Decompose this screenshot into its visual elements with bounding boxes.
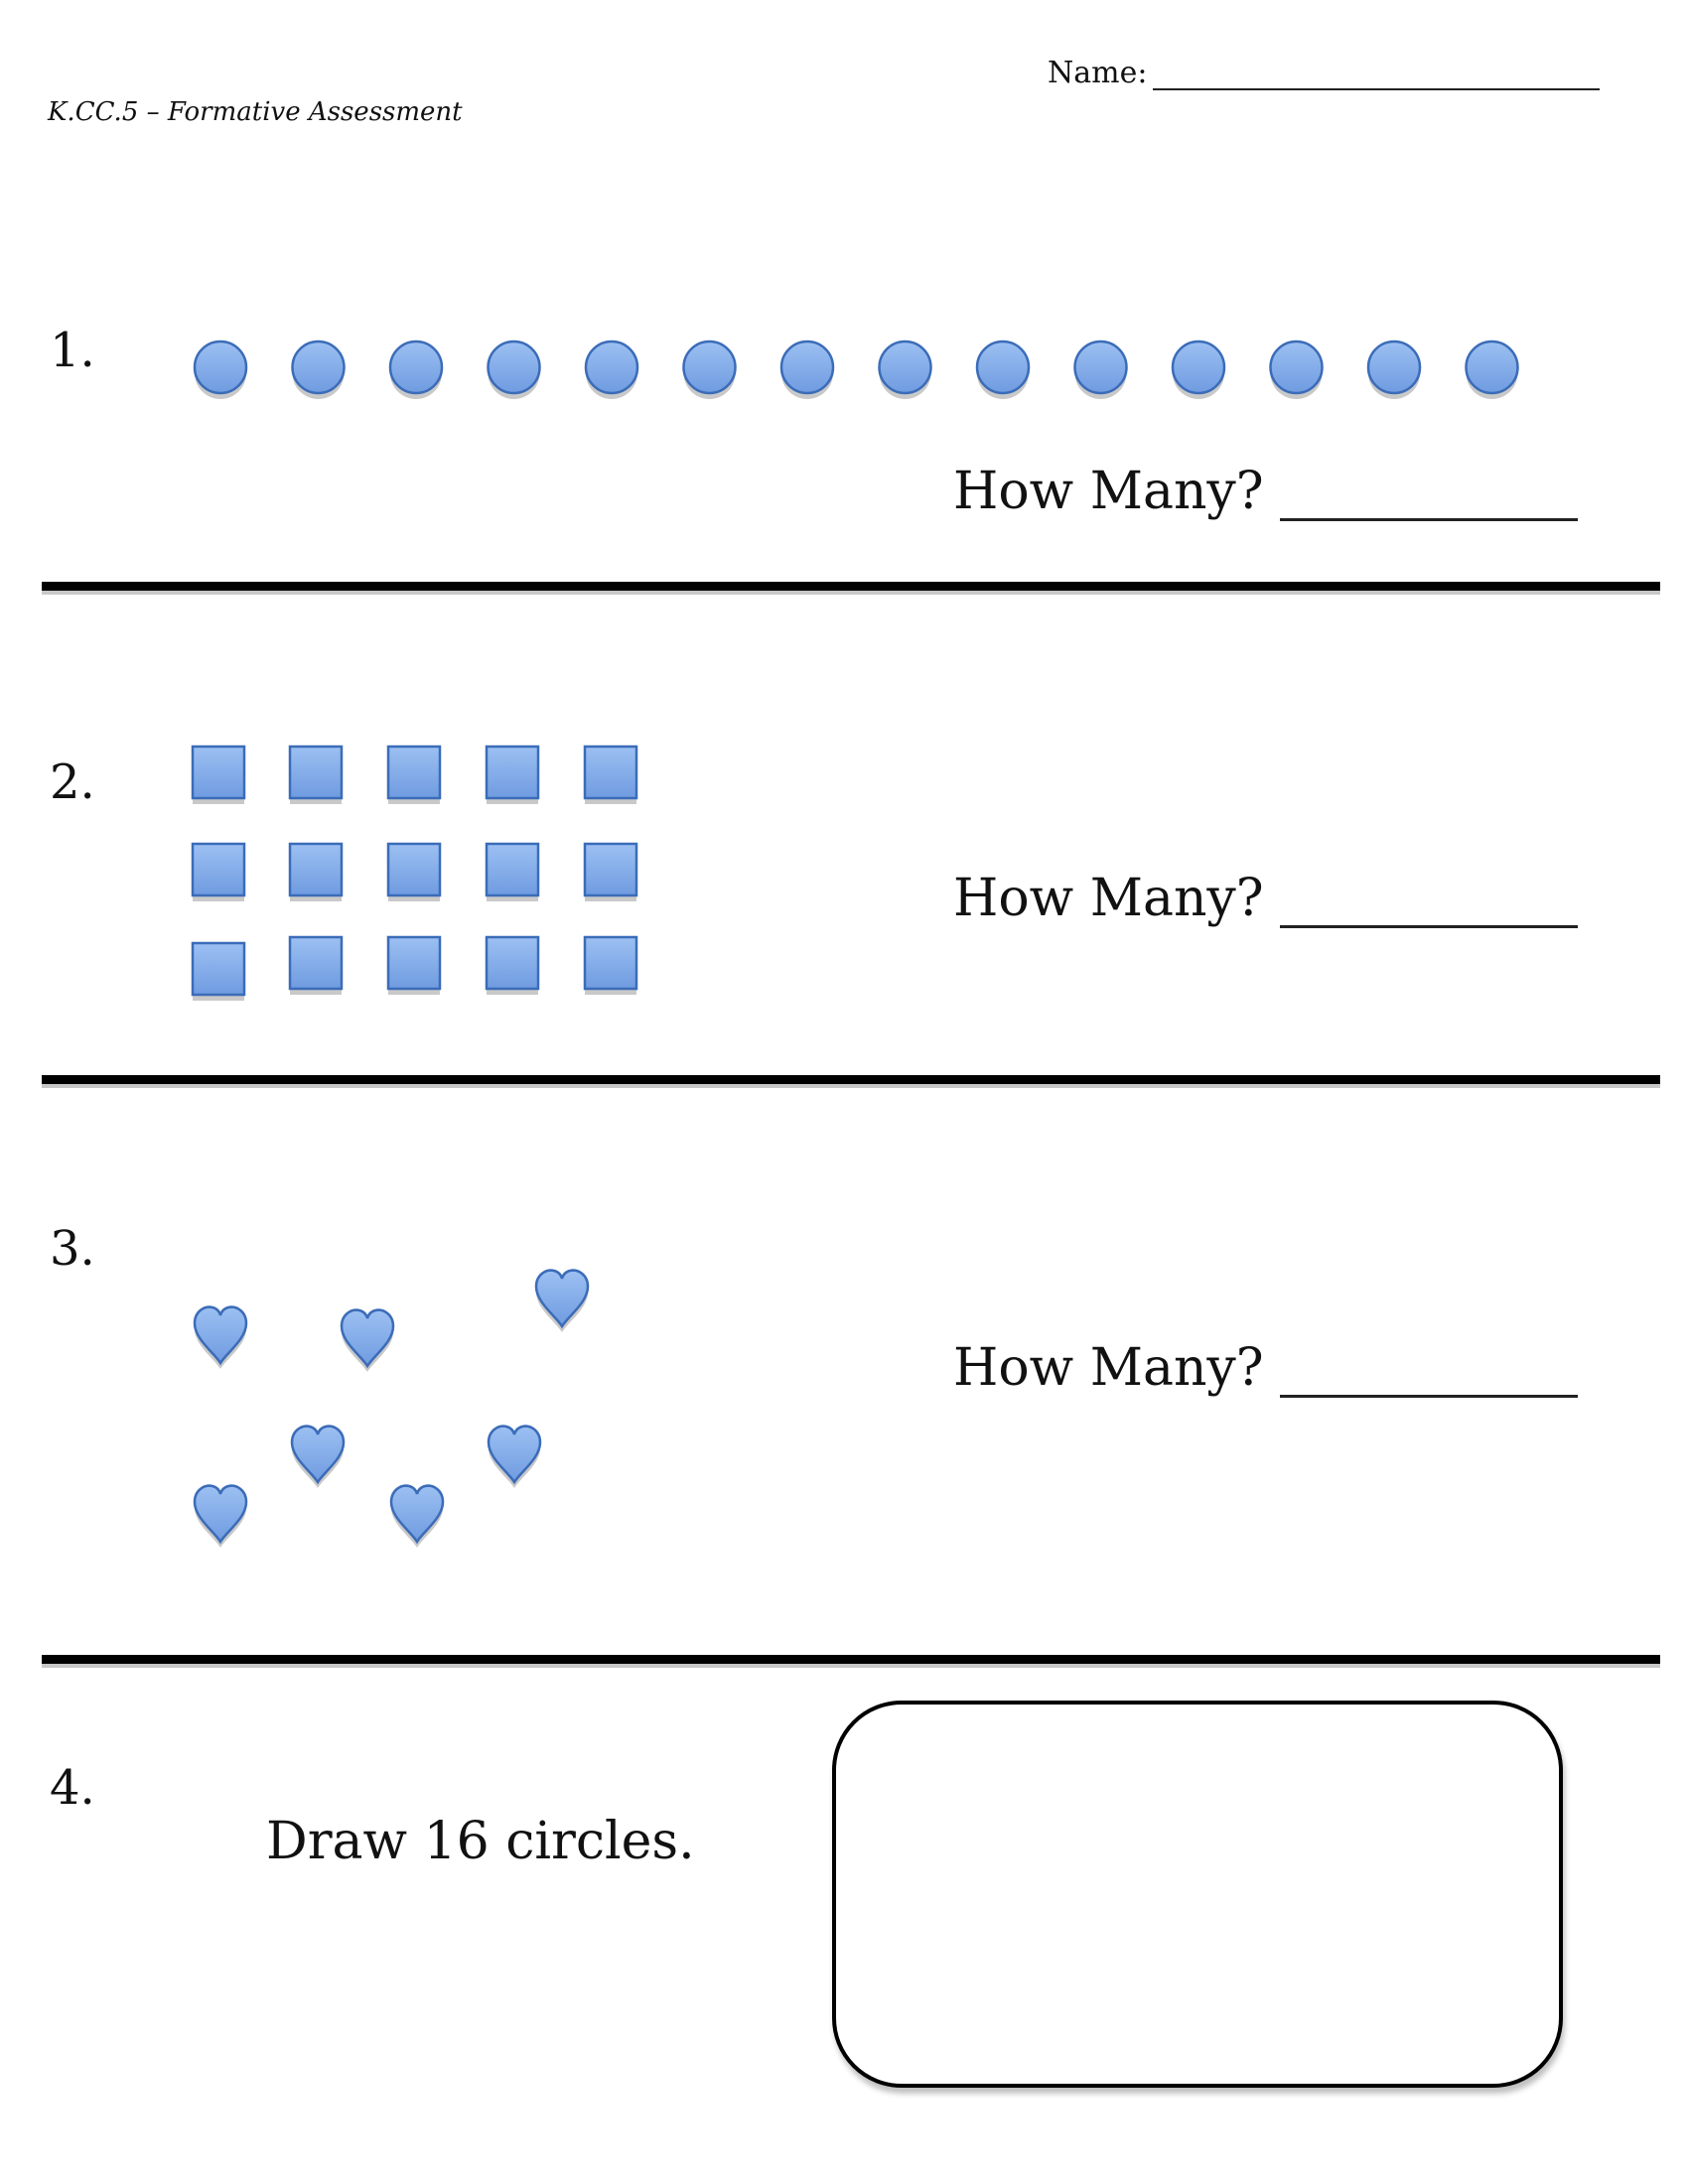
section-divider-1: [42, 582, 1660, 591]
count-square: [583, 745, 638, 800]
name-label: Name:: [1048, 56, 1148, 90]
count-square: [191, 842, 246, 897]
count-circle: [291, 340, 346, 395]
count-heart: [193, 1305, 248, 1366]
count-heart: [487, 1425, 542, 1485]
question-3-answer-row: How Many?: [953, 1338, 1578, 1398]
count-circle: [779, 340, 835, 395]
section-divider-2: [42, 1075, 1660, 1084]
count-square: [288, 745, 344, 800]
count-square: [485, 745, 540, 800]
count-square: [288, 842, 344, 897]
count-square: [191, 745, 246, 800]
count-circle: [1073, 340, 1128, 395]
count-heart: [193, 1484, 248, 1545]
count-square: [583, 842, 638, 897]
count-circle: [487, 340, 541, 395]
name-field-row: Name:: [1048, 56, 1601, 90]
count-circle: [682, 340, 737, 395]
count-circle: [878, 340, 932, 395]
count-circle: [1269, 340, 1324, 395]
count-circle: [388, 340, 444, 395]
count-square: [485, 935, 540, 991]
question-2-number: 2.: [50, 754, 95, 810]
count-square: [191, 941, 246, 997]
question-2-prompt: How Many?: [953, 869, 1264, 928]
name-input-line[interactable]: [1153, 63, 1601, 90]
count-square: [386, 935, 442, 991]
question-3-answer-line[interactable]: [1279, 1347, 1578, 1398]
question-2-answer-row: How Many?: [953, 869, 1578, 928]
question-1-number: 1.: [50, 323, 95, 378]
count-heart: [290, 1425, 346, 1485]
question-1-answer-line[interactable]: [1279, 471, 1578, 521]
count-square: [386, 745, 442, 800]
count-circle: [1366, 340, 1422, 395]
question-2-answer-line[interactable]: [1279, 878, 1578, 928]
count-circle: [1171, 340, 1226, 395]
count-square: [288, 935, 344, 991]
count-heart: [389, 1484, 445, 1545]
question-3-number: 3.: [50, 1221, 95, 1277]
question-3-prompt: How Many?: [953, 1338, 1264, 1398]
count-square: [583, 935, 638, 991]
standard-label: K.CC.5 – Formative Assessment: [48, 97, 463, 127]
count-heart: [340, 1308, 395, 1369]
question-4-number: 4.: [50, 1760, 95, 1816]
question-4-prompt: Draw 16 circles.: [266, 1812, 695, 1871]
hearts-group: [193, 1269, 590, 1548]
count-square: [485, 842, 540, 897]
question-1-prompt: How Many?: [953, 462, 1264, 521]
count-square: [386, 842, 442, 897]
section-divider-3: [42, 1655, 1660, 1664]
circles-group: [193, 340, 1519, 399]
drawing-answer-box[interactable]: [832, 1701, 1563, 2088]
squares-group: [191, 745, 638, 1001]
count-heart: [534, 1269, 590, 1329]
question-1-answer-row: How Many?: [953, 462, 1578, 521]
count-circle: [1465, 340, 1519, 395]
count-circle: [584, 340, 639, 395]
count-circle: [975, 340, 1031, 395]
count-circle: [193, 340, 248, 395]
